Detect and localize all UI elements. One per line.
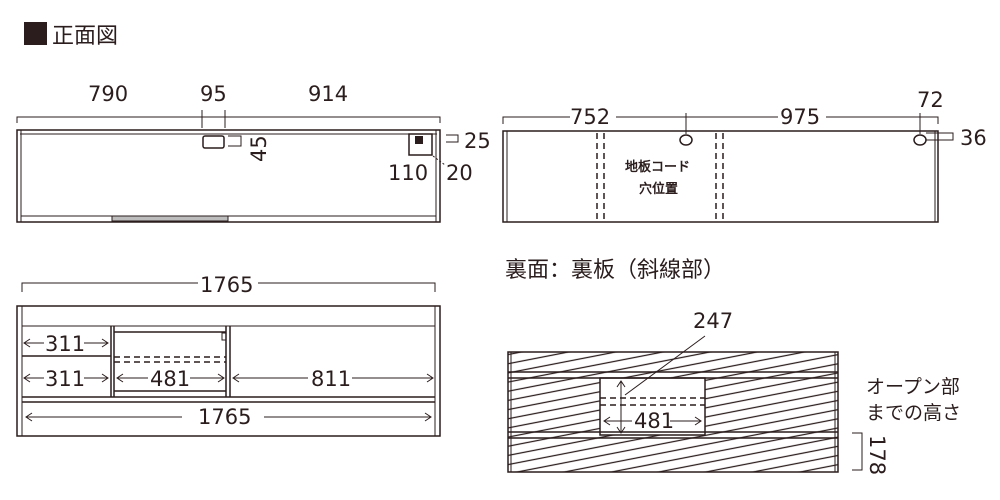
heading-square-icon <box>24 22 47 45</box>
open-section <box>599 377 706 436</box>
cord-box <box>408 133 433 156</box>
dim-790: 790 <box>88 82 128 106</box>
dim-1765-top: 1765 <box>200 273 253 297</box>
dim-36: 36 <box>960 126 987 150</box>
back-view: 247 481 オープン部 までの高さ 178 <box>507 309 961 475</box>
knob <box>202 135 225 149</box>
open-height-note-1: オープン部 <box>866 376 960 398</box>
dim-975: 975 <box>780 105 820 129</box>
open-height-note-2: までの高さ <box>866 402 961 424</box>
cord-hole <box>679 134 693 146</box>
dim-110: 110 <box>388 161 428 185</box>
cord-hole-label-2: 穴位置 <box>639 181 678 197</box>
dim-247: 247 <box>693 309 733 333</box>
dim-914: 914 <box>308 82 348 106</box>
back-view-heading: 裏面：裏板（斜線部） <box>505 258 725 283</box>
dim-45: 45 <box>247 135 271 162</box>
cord-hole <box>913 134 927 146</box>
dim-20: 20 <box>446 161 473 185</box>
dim-481: 481 <box>150 367 190 391</box>
top-view: 752 975 72 36 地板コード 穴位置 <box>502 88 987 223</box>
dim-178: 178 <box>865 435 889 475</box>
dim-311-lower: 311 <box>45 367 85 391</box>
dim-811: 811 <box>311 367 351 391</box>
cord-hole-label-1: 地板コード <box>625 159 690 175</box>
dim-311-upper: 311 <box>45 332 85 356</box>
front-view: 790 95 914 45 25 110 20 <box>16 82 491 223</box>
dim-1765-bottom: 1765 <box>198 405 251 429</box>
dim-72: 72 <box>917 88 944 112</box>
inner-view: 1765 311 311 481 811 1765 <box>16 273 441 437</box>
front-view-heading: 正面図 <box>52 24 118 49</box>
dim-481-back: 481 <box>634 409 674 433</box>
dim-95: 95 <box>200 82 227 106</box>
dim-752: 752 <box>570 105 610 129</box>
dim-25: 25 <box>464 129 491 153</box>
